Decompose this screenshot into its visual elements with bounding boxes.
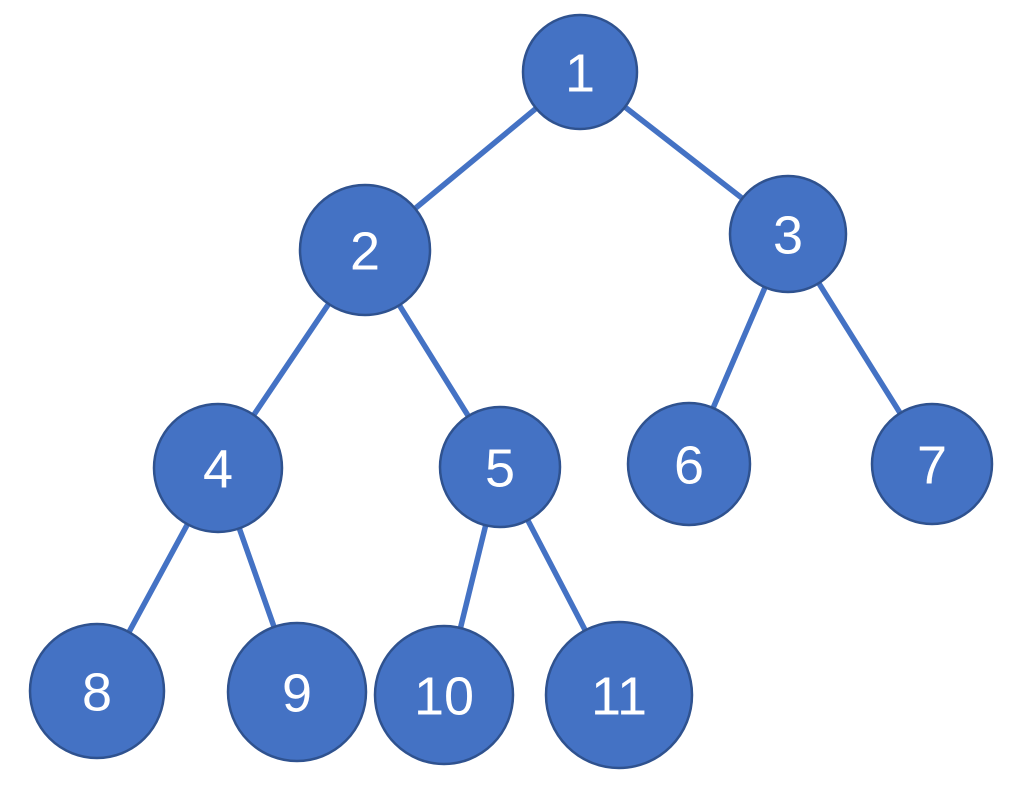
tree-node-circle-5 — [438, 405, 562, 529]
tree-node-6: 6 — [626, 401, 752, 527]
tree-node-1: 1 — [521, 13, 639, 131]
tree-edges-layer — [94, 69, 935, 697]
tree-node-circle-8 — [28, 622, 166, 760]
tree-node-label-3: 3 — [773, 205, 803, 265]
tree-node-label-7: 7 — [917, 435, 947, 495]
tree-nodes-layer: 1 2 3 4 5 6 7 8 9 10 11 — [28, 13, 994, 770]
tree-node-label-9: 9 — [282, 663, 312, 723]
tree-node-10: 10 — [373, 624, 515, 766]
tree-node-circle-4 — [152, 402, 284, 534]
tree-node-label-4: 4 — [203, 439, 233, 499]
tree-node-3: 3 — [728, 174, 848, 294]
tree-node-label-6: 6 — [674, 435, 704, 495]
tree-node-label-1: 1 — [565, 43, 595, 103]
tree-node-circle-9 — [226, 621, 368, 763]
tree-node-7: 7 — [870, 402, 994, 526]
tree-node-label-10: 10 — [414, 666, 474, 726]
tree-node-circle-6 — [626, 401, 752, 527]
tree-node-5: 5 — [438, 405, 562, 529]
tree-node-circle-2 — [298, 183, 432, 317]
tree-node-label-5: 5 — [485, 438, 515, 498]
tree-node-4: 4 — [152, 402, 284, 534]
tree-node-11: 11 — [544, 620, 694, 770]
tree-node-circle-7 — [870, 402, 994, 526]
tree-node-9: 9 — [226, 621, 368, 763]
tree-node-label-8: 8 — [82, 662, 112, 722]
tree-node-2: 2 — [298, 183, 432, 317]
tree-node-circle-1 — [521, 13, 639, 131]
tree-node-8: 8 — [28, 622, 166, 760]
tree-node-circle-3 — [728, 174, 848, 294]
tree-node-label-11: 11 — [591, 666, 647, 726]
tree-node-circle-11 — [544, 620, 694, 770]
tree-node-circle-10 — [373, 624, 515, 766]
tree-node-label-2: 2 — [350, 221, 380, 281]
